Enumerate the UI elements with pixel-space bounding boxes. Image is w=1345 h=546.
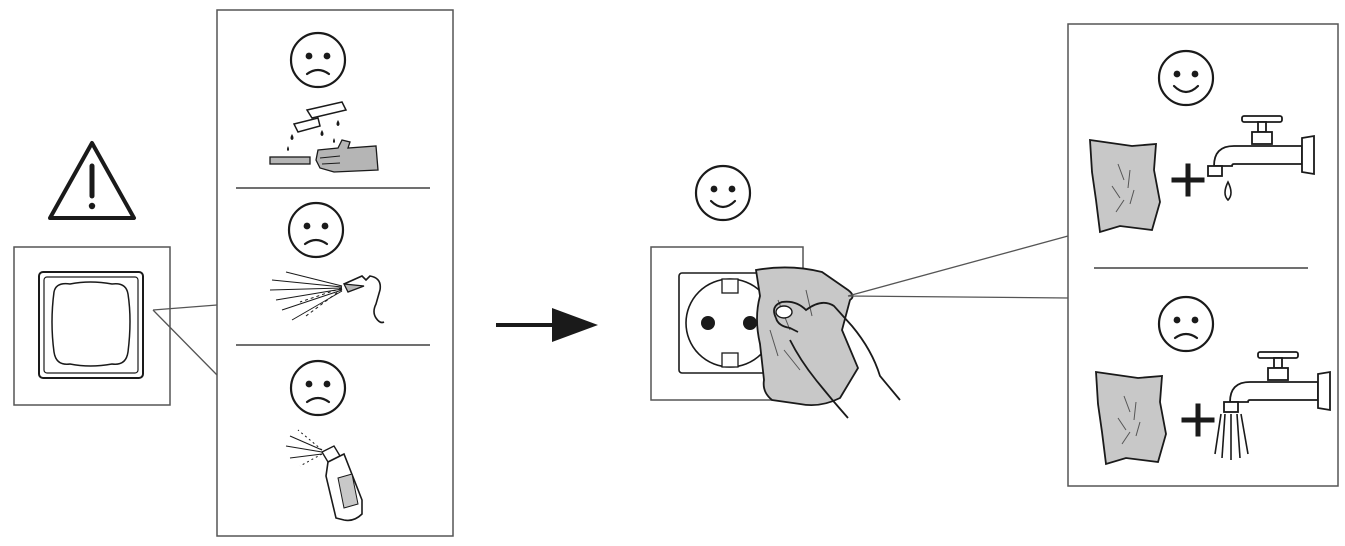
happy-face-icon: [694, 164, 752, 222]
callout-connector: [847, 235, 1069, 299]
spray-bottle-icon: [269, 271, 385, 324]
callout-connector: [152, 304, 218, 376]
cloth-icon: [754, 266, 860, 407]
right-panel: [1067, 23, 1339, 487]
cloth-icon: [1089, 139, 1161, 233]
sad-face-icon: [289, 31, 347, 89]
warning-triangle-icon: [48, 141, 136, 220]
cloth-icon: [1095, 371, 1167, 465]
chemical-drops-icon: [269, 101, 379, 173]
sad-face-icon: [289, 359, 347, 417]
happy-face-icon: [1157, 49, 1215, 107]
sad-face-icon: [1157, 295, 1215, 353]
left-panel: [216, 9, 454, 537]
water-tap-icon: [1207, 115, 1315, 202]
switch-frame-icon: [13, 246, 171, 406]
sad-face-icon: [287, 201, 345, 259]
aerosol-can-icon: [285, 429, 363, 522]
water-tap-icon: [1214, 351, 1331, 460]
hand-icon: [773, 300, 901, 419]
right-arrow-icon: [496, 308, 598, 342]
